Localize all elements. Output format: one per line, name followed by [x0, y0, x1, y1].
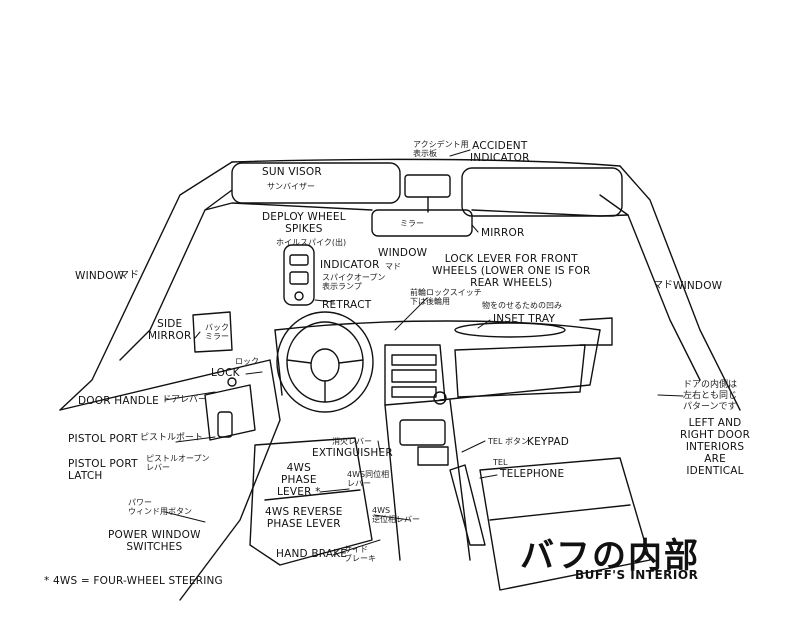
window-center-jp: マド: [385, 262, 401, 271]
phase-lever-label: 4WS PHASE LEVER *: [277, 462, 321, 498]
title-english: BUFF'S INTERIOR: [575, 568, 699, 582]
door-handle-jp: ドアレバー: [162, 395, 208, 405]
phase-lever-jp: 4WS同位相 レバー: [347, 470, 390, 488]
windshield-base: [274, 320, 601, 331]
window-left-label: WINDOW: [75, 270, 125, 282]
left-a-pillar-inner: [119, 189, 233, 361]
left-sun-visor: [231, 162, 401, 204]
glovebox: [454, 344, 586, 398]
door-note-label: LEFT AND RIGHT DOOR INTERIORS ARE IDENTI…: [680, 417, 751, 477]
lock-label: LOCK: [211, 367, 240, 379]
side-mirror-label: SIDE MIRROR: [148, 318, 192, 342]
accident-indicator-jp: アクシデント用 表示板: [413, 140, 469, 158]
pistol-port-label: PISTOL PORT: [68, 433, 138, 445]
driver-seat: [249, 437, 373, 566]
door-note-jp: ドアの内側は 左右とも同じ パターンです: [683, 380, 738, 412]
spike-panel: [283, 244, 315, 306]
pistol-latch-jp: ピストルオープン レバー: [146, 454, 210, 472]
indicator-label: INDICATOR: [320, 259, 380, 271]
deploy-spikes-jp: ホイルスパイク(出): [276, 238, 347, 247]
center-console: [384, 399, 471, 561]
door-handle-label: DOOR HANDLE: [78, 395, 159, 407]
inset-tray-label: INSET TRAY: [493, 313, 556, 325]
pistol-port-jp: ピストルポート: [140, 433, 204, 443]
roof-line: [231, 158, 621, 167]
lock-lever-label: LOCK LEVER FOR FRONT WHEELS (LOWER ONE I…: [432, 253, 591, 289]
left-side-mirror: [192, 311, 233, 353]
left-a-pillar: [59, 161, 233, 411]
right-side-mirror: [579, 317, 613, 346]
accident-indicator-label: ACCIDENT INDICATOR: [470, 140, 530, 164]
deploy-spikes-label: DEPLOY WHEEL SPIKES: [262, 211, 346, 235]
lock-jp: ロック: [235, 357, 259, 366]
rear-view-mirror: [371, 209, 473, 237]
footnote: * 4WS = FOUR-WHEEL STEERING: [44, 575, 223, 587]
extinguisher-label: EXTINGUISHER: [312, 447, 393, 459]
right-sun-visor: [461, 167, 623, 217]
window-center-label: WINDOW: [378, 247, 428, 259]
power-window-jp: パワー ウィンド用ボタン: [128, 498, 192, 516]
hand-brake-label: HAND BRAKE: [276, 548, 348, 560]
hand-brake-jp: サイド ブレーキ: [344, 545, 376, 563]
keypad-shape: [417, 446, 449, 466]
right-a-pillar: [619, 165, 741, 411]
sun-visor-label: SUN VISOR: [262, 166, 322, 178]
indicator-jp: スパイクオープン 表示ランプ: [322, 273, 386, 291]
steering-wheel: [276, 311, 374, 413]
reverse-phase-label: 4WS REVERSE PHASE LEVER: [265, 506, 343, 530]
tel-jp: TEL: [493, 458, 508, 467]
dashboard: [274, 329, 601, 401]
title-japanese: バフの内部: [520, 536, 700, 576]
inset-tray-jp: 物をのせるための凹み: [482, 301, 562, 310]
mirror-label: MIRROR: [481, 227, 525, 239]
right-a-pillar-inner: [599, 194, 701, 381]
lock-lever-jp: 前輪ロックスイッチ 下は後輪用: [410, 288, 482, 306]
telephone-shape: [449, 464, 486, 546]
tel-button-jp: TEL ボタン: [488, 437, 529, 446]
passenger-seat: [479, 457, 651, 591]
accident-indicator-box: [404, 174, 451, 198]
windshield-frame: [204, 202, 629, 217]
mirror-jp: ミラー: [400, 219, 424, 228]
retract-label: RETRACT: [322, 299, 372, 311]
keypad-label: KEYPAD: [527, 436, 570, 448]
sun-visor-jp: サンバイザー: [267, 182, 315, 191]
window-right-label: WINDOW: [673, 280, 723, 292]
inset-tray-shape: [454, 322, 566, 338]
extinguisher-jp: 消火レバー: [332, 437, 372, 446]
side-mirror-jp: バック ミラー: [205, 323, 229, 341]
window-left-jp: マド: [119, 270, 139, 281]
left-door-panel: [59, 359, 281, 601]
window-right-jp: マド: [653, 280, 673, 291]
reverse-phase-jp: 4WS 逆位相レバー: [372, 506, 420, 524]
pistol-latch-label: PISTOL PORT LATCH: [68, 458, 138, 482]
telephone-label: TELEPHONE: [500, 468, 565, 480]
power-window-label: POWER WINDOW SWITCHES: [108, 529, 201, 553]
